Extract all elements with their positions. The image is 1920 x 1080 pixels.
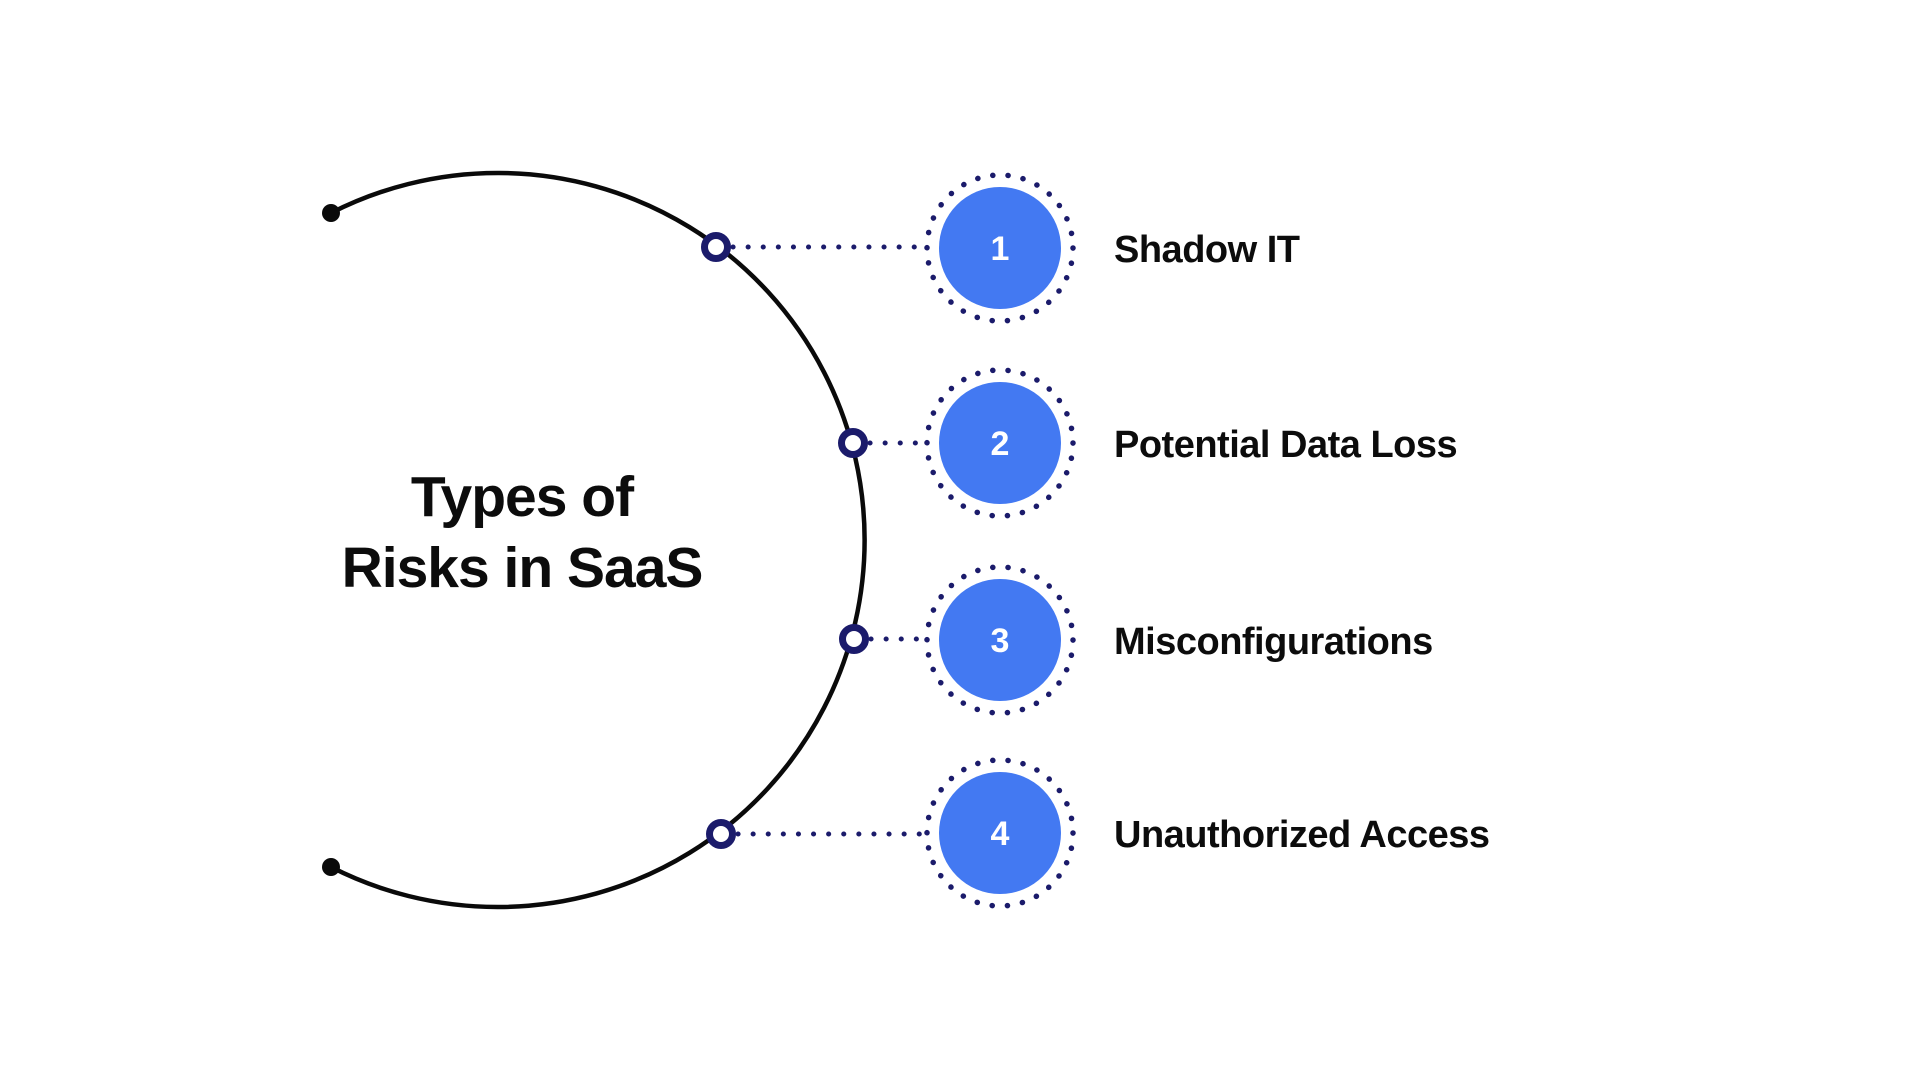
risk-item-4: 4 Unauthorized Access	[706, 757, 1490, 909]
step-circle-4	[939, 772, 1061, 894]
main-arc	[328, 170, 867, 910]
step-number-1: 1	[991, 230, 1010, 268]
step-number-3: 3	[991, 622, 1010, 660]
dotted-ring-1	[924, 172, 1076, 324]
dotted-ring-4	[924, 757, 1076, 909]
step-number-2: 2	[991, 425, 1010, 463]
arc-node-1	[701, 232, 731, 262]
arc-endpoint-dot-top	[322, 204, 340, 222]
diagram-title-line2: Risks in SaaS	[341, 536, 704, 600]
step-label-3: Misconfigurations	[1114, 621, 1433, 663]
step-label-1: Shadow IT	[1114, 229, 1300, 271]
step-label-4: Unauthorized Access	[1114, 814, 1490, 856]
step-circle-3	[939, 579, 1061, 701]
arc-node-2	[838, 428, 868, 458]
risk-item-1: 1 Shadow IT	[701, 172, 1300, 324]
arc-node-3	[839, 624, 869, 654]
dotted-ring-3	[924, 564, 1076, 716]
arc-node-4	[706, 819, 736, 849]
risk-item-2: 2 Potential Data Loss	[838, 367, 1458, 519]
diagram-title-line1: Types of	[410, 465, 634, 529]
dotted-ring-2	[924, 367, 1076, 519]
step-circle-2	[939, 382, 1061, 504]
step-circle-1	[939, 187, 1061, 309]
risk-item-3: 3 Misconfigurations	[839, 564, 1433, 716]
arc-endpoint-dot-bottom	[322, 858, 340, 876]
step-label-2: Potential Data Loss	[1114, 424, 1457, 466]
diagram-title: Types of Risks in SaaS	[252, 462, 792, 604]
step-number-4: 4	[991, 815, 1010, 853]
